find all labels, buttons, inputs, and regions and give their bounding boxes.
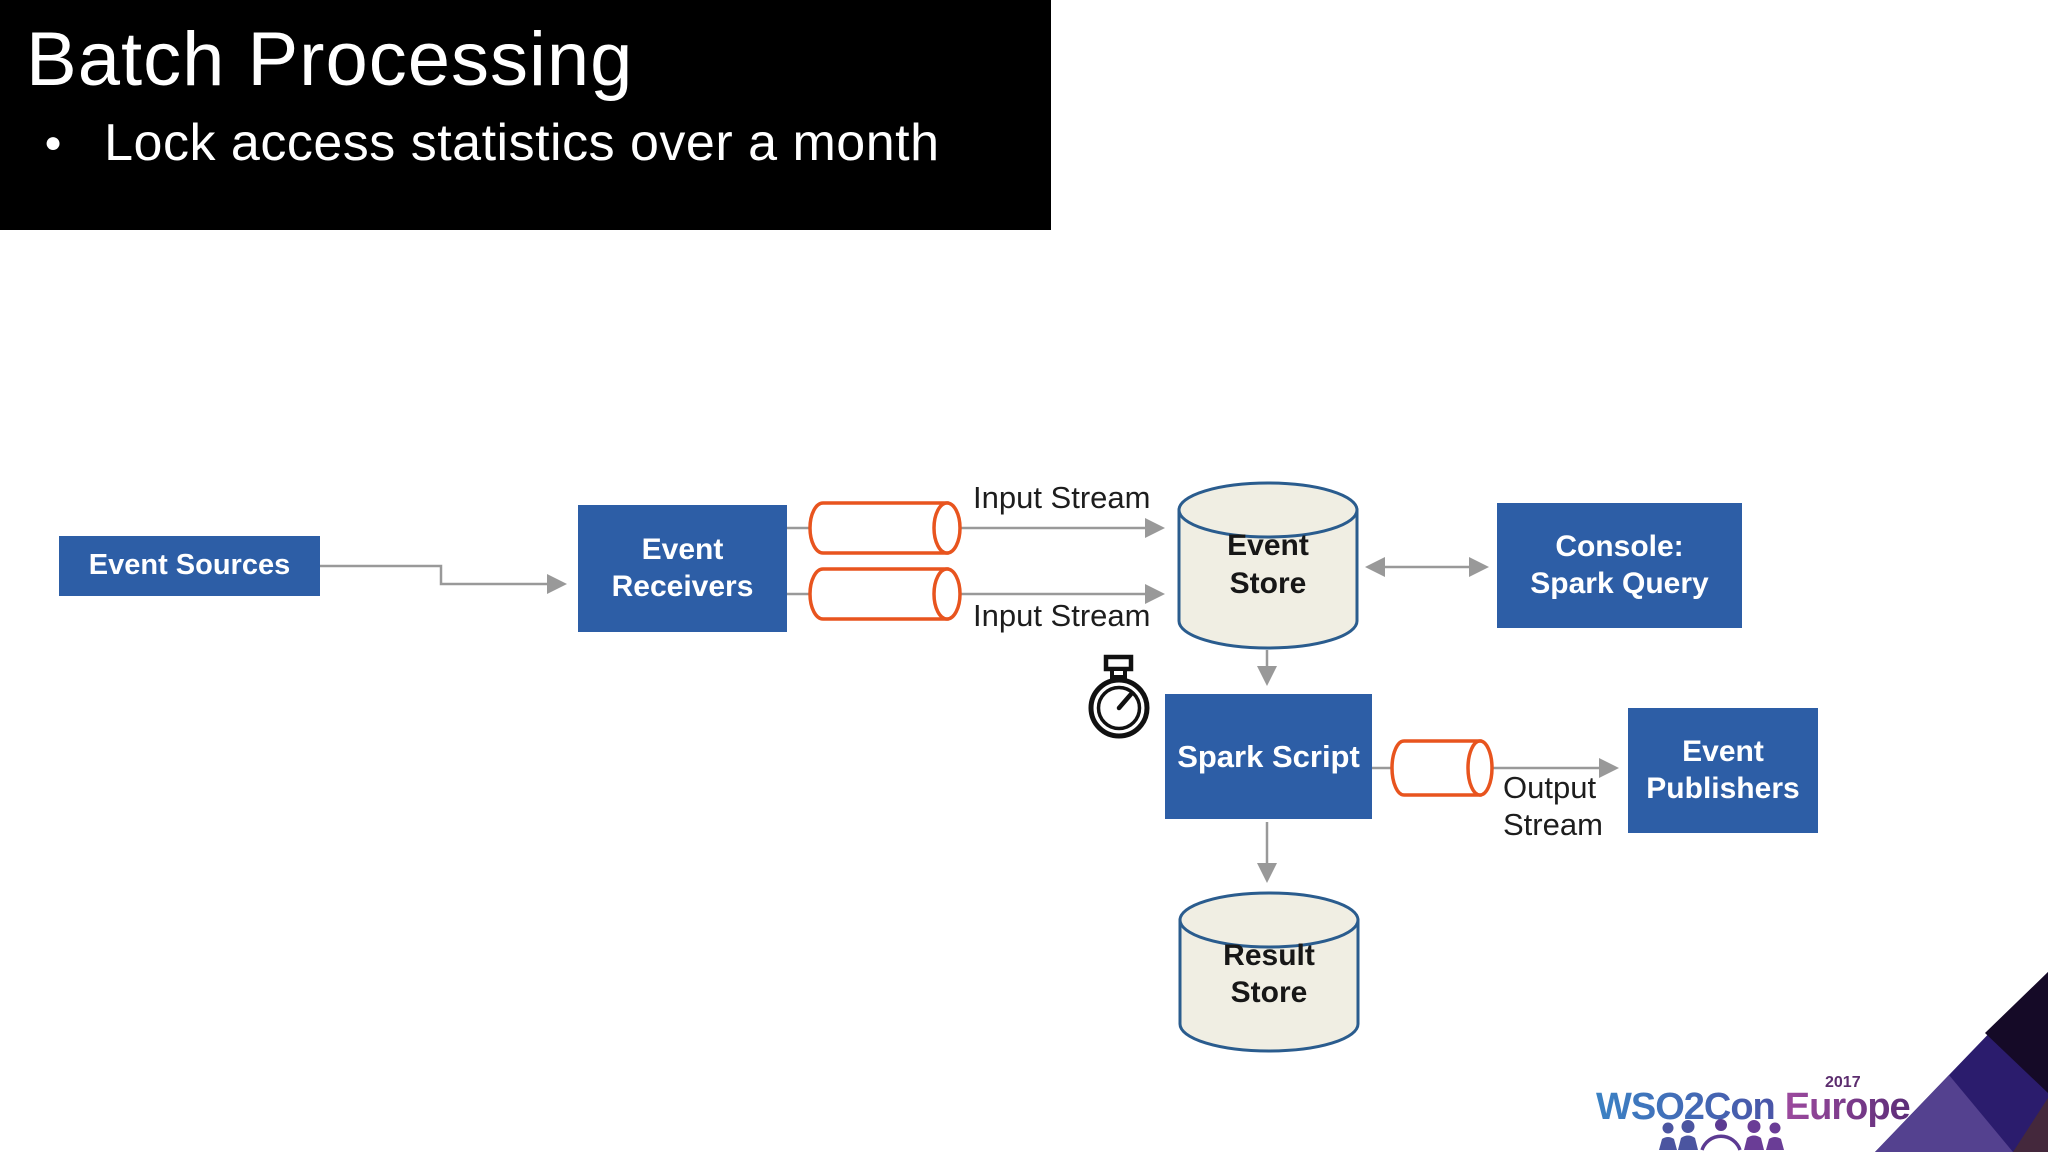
page-title: Batch Processing xyxy=(26,17,634,102)
node-event-receivers: Event Receivers xyxy=(578,505,787,632)
input-stream-cylinder-1 xyxy=(808,501,962,555)
output-stream-cylinder xyxy=(1390,739,1494,797)
logo-year: 2017 xyxy=(1825,1074,1861,1091)
stopwatch-icon xyxy=(1088,654,1150,739)
input-stream-cylinder-2 xyxy=(808,567,962,621)
label-input-stream-bottom: Input Stream xyxy=(973,598,1151,633)
label-output-stream: Output Stream xyxy=(1503,770,1603,842)
node-spark-script: Spark Script xyxy=(1165,694,1372,819)
bullet-text: Lock access statistics over a month xyxy=(104,114,940,172)
arrow-sources-to-receivers xyxy=(320,564,567,594)
label-input-stream-top: Input Stream xyxy=(973,480,1151,515)
slide-header: Batch Processing ● Lock access statistic… xyxy=(0,0,1051,230)
logo-europe-text: Europe xyxy=(1784,1086,1911,1128)
node-console-spark-query: Console: Spark Query xyxy=(1497,503,1742,628)
corner-decoration xyxy=(1875,972,2048,1152)
bullet-row: ● Lock access statistics over a month xyxy=(44,113,1051,173)
result-store-cylinder xyxy=(1178,891,1360,1053)
node-event-publishers: Event Publishers xyxy=(1628,708,1818,833)
logo-people-icon xyxy=(1659,1119,1784,1151)
bullet-marker: ● xyxy=(44,126,63,159)
connector-arrows xyxy=(320,518,1619,883)
node-event-sources: Event Sources xyxy=(59,536,320,596)
event-store-cylinder xyxy=(1177,481,1359,650)
